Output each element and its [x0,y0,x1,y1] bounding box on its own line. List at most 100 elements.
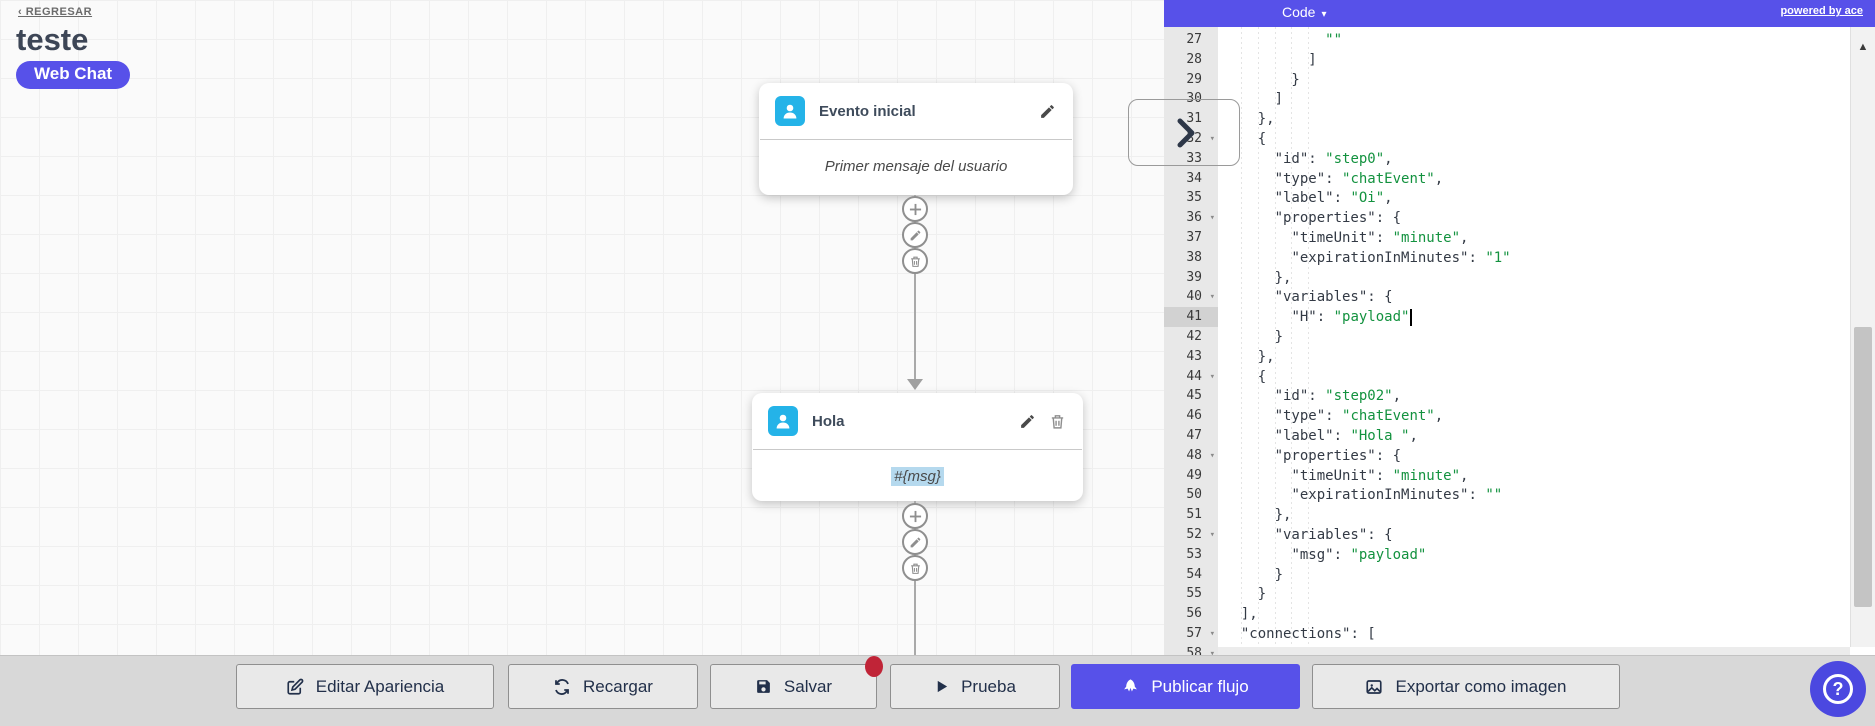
text-cursor [1410,309,1413,327]
button-label: Publicar flujo [1151,676,1249,696]
button-label: Prueba [961,676,1016,696]
editor-code-area[interactable]: "" ] } ] }, { "id": "step0", "type": "ch… [1218,27,1850,647]
connector-line [914,195,916,387]
indent-guide [1274,27,1276,647]
code-line[interactable]: "variables": { [1274,527,1393,543]
code-line[interactable]: } [1224,586,1267,603]
code-mode-dropdown[interactable]: Code▾ [1282,4,1327,20]
code-line[interactable]: "id": "step0", [1274,150,1393,167]
code-line[interactable]: { [1224,644,1850,647]
question-mark-icon: ? [1823,674,1853,704]
fold-arrow-icon[interactable]: ▾ [1209,134,1215,144]
code-line[interactable]: "label": "Oi", [1274,190,1393,207]
editor-vertical-scrollbar[interactable]: ▲ [1850,27,1875,647]
export-image-button[interactable]: Exportar como imagen [1312,664,1620,709]
code-line[interactable]: { [1224,131,1267,147]
fold-arrow-icon[interactable]: ▾ [1209,371,1215,382]
fold-arrow-icon[interactable]: ▾ [1209,292,1215,303]
line-number: 57▾ [1164,624,1218,644]
line-number: 30 [1186,91,1202,107]
fold-arrow-icon[interactable]: ▾ [1209,629,1215,639]
code-line[interactable]: "timeUnit": "minute", [1291,230,1469,246]
delete-connection-button[interactable] [902,248,928,274]
code-line[interactable]: }, [1224,269,1292,286]
code-line[interactable]: "expirationInMinutes": "" [1291,487,1503,504]
line-number: 27 [1186,32,1202,47]
code-line[interactable]: ] [1224,91,1284,108]
delete-connection-button[interactable] [902,555,928,581]
indent-guide [1240,27,1242,647]
code-line[interactable]: "id": "step02", [1274,388,1402,405]
line-number: 36▾ [1164,208,1218,228]
flow-title: teste [16,22,89,57]
code-line[interactable]: "" [1325,32,1343,48]
user-avatar-icon [768,406,798,436]
node-hola[interactable]: Hola #{msg} [752,393,1083,501]
help-button[interactable]: ? [1810,661,1866,717]
code-line[interactable]: "msg": "payload" [1291,546,1427,563]
fold-arrow-icon[interactable]: ▾ [1209,213,1215,224]
editor-horizontal-scrollbar[interactable] [1218,647,1850,655]
save-button[interactable]: Salvar [710,656,883,709]
edit-appearance-button[interactable]: Editar Apariencia [236,664,494,709]
fold-arrow-icon[interactable]: ▾ [1209,530,1215,540]
code-line[interactable]: "connections": [ [1240,626,1376,642]
delete-node-icon[interactable] [1047,411,1067,431]
edit-node-icon[interactable] [1037,101,1057,121]
node-body-text: #{msg} [752,450,1083,502]
code-line[interactable]: "type": "chatEvent", [1274,408,1444,425]
code-line[interactable]: "label": "Hola ", [1274,428,1418,444]
code-line[interactable]: "timeUnit": "minute", [1291,467,1469,484]
line-number: 56 [1186,606,1202,622]
back-link[interactable]: ‹ REGRESAR [18,6,93,18]
button-label: Editar Apariencia [315,676,445,696]
line-number: 41 [1164,307,1218,328]
code-line[interactable]: "expirationInMinutes": "1" [1291,249,1511,266]
connector-arrow-icon [907,379,923,390]
test-button[interactable]: Prueba [890,664,1060,709]
bottom-toolbar: Editar Apariencia Recargar Salvar Prueba… [0,655,1875,726]
code-line[interactable]: ], [1224,606,1258,623]
scrollbar-thumb[interactable] [1854,327,1872,607]
indent-guide [1291,27,1293,647]
code-line[interactable]: } [1224,71,1300,88]
button-label: Salvar [783,676,833,696]
line-number: 35 [1186,190,1202,206]
code-line[interactable]: "variables": { [1274,289,1393,306]
scroll-up-arrow-icon[interactable]: ▲ [1857,41,1869,53]
code-line[interactable]: ] [1224,51,1317,68]
add-step-button[interactable] [902,503,928,529]
line-number: 47 [1186,428,1202,443]
code-line[interactable]: }, [1224,348,1275,365]
node-evento-inicial[interactable]: Evento inicial Primer mensaje del usuari… [759,83,1073,195]
flow-canvas[interactable]: ‹ REGRESAR teste Web Chat Evento inicial [0,0,1164,726]
code-line[interactable]: } [1224,566,1284,583]
edit-connection-button[interactable] [902,529,928,555]
fold-arrow-icon[interactable]: ▾ [1209,450,1215,461]
line-number: 50 [1186,487,1202,503]
edit-node-icon[interactable] [1017,411,1037,431]
line-number: 40▾ [1164,287,1218,307]
publish-flow-button[interactable]: Publicar flujo [1071,664,1300,709]
code-line[interactable]: }, [1224,111,1275,128]
collapse-code-panel-button[interactable] [1128,99,1240,166]
powered-by-ace-link[interactable]: powered by ace [1780,5,1863,17]
code-line[interactable]: "properties": { [1274,210,1402,227]
reload-button[interactable]: Recargar [508,664,698,709]
edit-connection-button[interactable] [902,222,928,248]
code-line[interactable]: "type": "chatEvent", [1274,170,1444,187]
code-line[interactable]: } [1224,329,1284,345]
user-avatar-icon [775,96,805,126]
code-line[interactable]: "H": "payload" [1291,309,1410,326]
code-line[interactable]: }, [1224,507,1292,524]
line-number: 46 [1186,408,1202,424]
code-line[interactable]: { [1224,368,1267,385]
play-icon [937,680,948,693]
line-number: 34 [1186,170,1202,186]
line-number: 44▾ [1164,367,1218,387]
code-panel-header: Code▾ powered by ace [1164,0,1875,27]
line-number: 33 [1186,150,1202,166]
fold-arrow-icon[interactable]: ▾ [1209,648,1215,659]
code-line[interactable]: "properties": { [1274,447,1402,464]
add-step-button[interactable] [902,196,928,222]
